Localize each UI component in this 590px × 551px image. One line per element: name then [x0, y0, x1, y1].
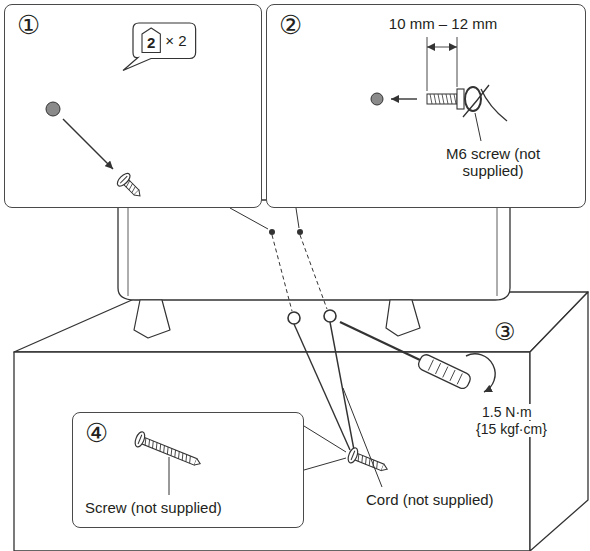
bolt-thread: [454, 94, 456, 104]
cord: [330, 322, 354, 450]
anchor-screw-slot: [351, 451, 355, 460]
table-top: [14, 292, 588, 352]
callout-leader: [304, 426, 346, 452]
insert-arrow: [391, 98, 417, 99]
bubble-border: [123, 23, 196, 71]
wood-screw-thread: [154, 442, 158, 449]
screwdriver-grip: [417, 353, 473, 391]
wood-screw-thread: [166, 447, 170, 454]
step-number: ①: [17, 11, 40, 41]
wood-screw-thread: [188, 456, 192, 463]
part-label: Screw (not supplied): [85, 499, 222, 516]
part-reference-frame: [142, 28, 160, 53]
screwdriver-handle: [417, 353, 473, 391]
wood-screw-thread: [147, 440, 151, 447]
leader-line: [169, 457, 170, 495]
eye-bolt: [288, 312, 300, 324]
bolt-thread: [430, 94, 432, 104]
removed-screw-thread: [130, 186, 136, 192]
part-number: 2: [142, 29, 160, 53]
wood-screw-slot: [138, 435, 142, 444]
grip-line: [450, 370, 455, 381]
dimension-arrow: [442, 47, 457, 48]
screw-hole: [297, 229, 303, 235]
bolt-thread: [442, 94, 444, 104]
cord: [463, 85, 489, 117]
screw-hole: [269, 229, 275, 235]
leader-line: [475, 113, 481, 141]
anchor-screw-thread: [364, 457, 368, 464]
tv-back-edge: [497, 200, 498, 296]
callout-number: ③: [492, 318, 518, 346]
removed-screw-thread: [128, 184, 134, 190]
wood-screw-thread: [158, 444, 162, 451]
dimension-label: 10 mm – 12 mm: [389, 15, 497, 32]
step-panel: ② 10 mm – 12 mm M6 screw (not supplied): [266, 4, 586, 208]
step-number: ④: [85, 419, 108, 449]
bolt-thread: [450, 94, 452, 104]
torque-value: 1.5 N·m: [480, 404, 534, 420]
tv-back-edge: [128, 200, 129, 296]
cord: [481, 89, 507, 121]
step-number: ②: [279, 11, 302, 41]
part-reference-bubble: 2 × 2: [133, 23, 196, 59]
dimension-arrow: [427, 47, 442, 48]
dimension-tick: [427, 37, 428, 91]
torque-value: {15 kgf·cm}: [474, 421, 549, 437]
bolt-thread: [438, 94, 440, 104]
removal-arrow: [63, 119, 113, 169]
screw-hole: [371, 93, 383, 105]
bolt-axis: [300, 235, 327, 309]
callout-leader: [304, 458, 346, 470]
tv-foot: [134, 300, 170, 338]
anchor-screw-tip: [381, 464, 388, 472]
callout-leader: [230, 208, 268, 229]
wood-screw: [133, 430, 203, 471]
anchor-screw-head: [346, 446, 359, 464]
screw-hole: [46, 102, 60, 116]
wood-screw-thread: [180, 453, 184, 460]
panel-illustration: [267, 5, 587, 209]
wood-screw-head: [133, 430, 146, 448]
table-front: [14, 352, 530, 551]
bolt-shank: [427, 94, 457, 104]
removed-screw-tip: [134, 190, 142, 198]
bolt-nut: [457, 89, 464, 109]
step-panel: ④ Screw (not supplied): [72, 412, 304, 528]
wood-screw-thread: [177, 451, 181, 458]
grip-line: [457, 373, 462, 384]
part-label: M6 screw (not supplied): [433, 145, 553, 180]
removed-screw-slot: [120, 176, 127, 183]
callout-leader: [296, 208, 299, 228]
dimension-tick: [457, 37, 458, 87]
part-label: Cord (not supplied): [364, 491, 496, 508]
removed-screw-head: [115, 171, 132, 188]
leader-line: [343, 388, 382, 487]
grip-line: [443, 367, 448, 378]
wood-screw-thread: [162, 445, 166, 452]
rotation-arrow: [466, 354, 495, 392]
tv-back: [118, 200, 510, 300]
quantity: × 2: [165, 33, 186, 50]
wood-screw-thread: [151, 441, 155, 448]
wood-screw-tip: [194, 459, 201, 467]
grip-line: [435, 363, 440, 374]
anchor-screw-thread: [375, 461, 379, 468]
step-panel: 2 × 2 ①: [4, 4, 262, 208]
screwdriver-shaft: [340, 322, 420, 360]
wood-screw-thread: [169, 448, 173, 455]
anchor-screw-thread: [360, 456, 364, 463]
tv-foot: [386, 300, 420, 336]
eye-bolt: [324, 310, 336, 322]
bolt-axis: [272, 235, 292, 311]
grip-line: [428, 360, 433, 371]
removed-screw: [115, 171, 145, 201]
wood-screw-thread: [173, 450, 177, 457]
wood-screw-thread: [184, 454, 188, 461]
anchor-screw-shank: [353, 453, 383, 471]
bolt-thread: [446, 94, 448, 104]
bolt-thread: [434, 94, 436, 104]
